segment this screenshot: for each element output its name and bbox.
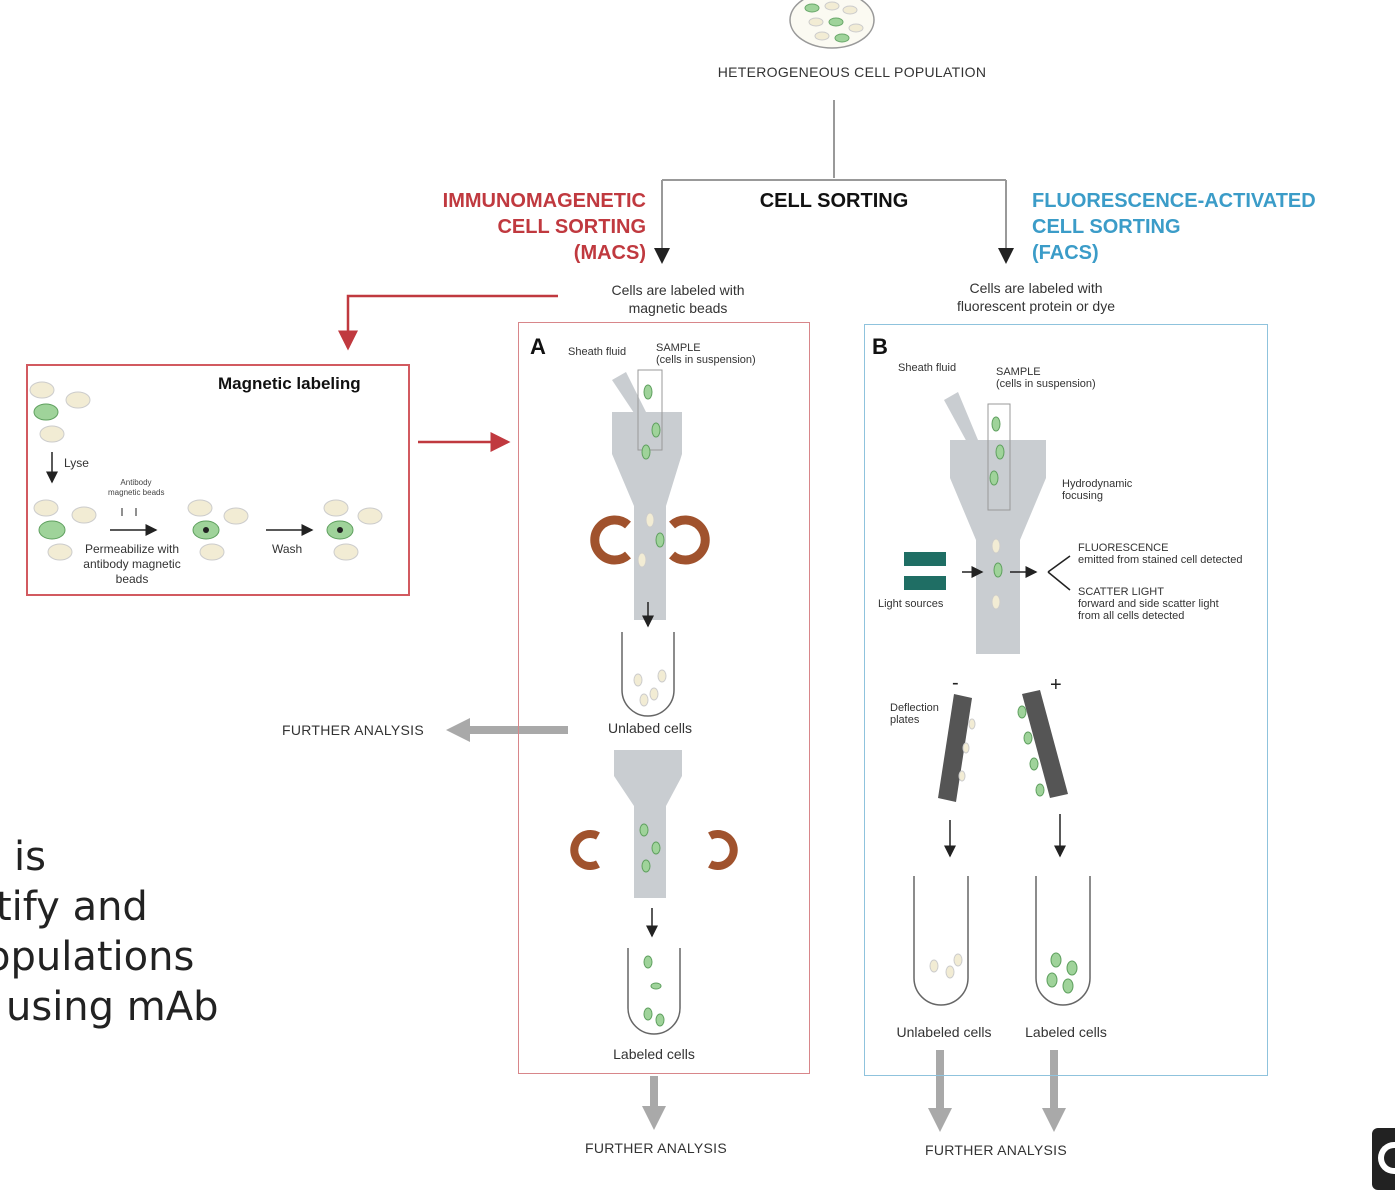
panel-a-sheath-fluid: Sheath fluid [568,346,627,358]
cell-sorting-label: CELL SORTING [759,190,909,212]
corner-logo-fragment [1372,1128,1395,1190]
sorting-tree-connector [654,100,1014,264]
magnetic-labeling-box [26,364,410,596]
facs-column-graphic [904,392,1091,1006]
panel-b-sample: SAMPLE (cells in suspension) [996,366,1096,390]
side-text-line3: opulations [0,934,195,980]
macs-title-line1: IMMUNOMAGENETIC [442,190,646,212]
minus-sign: - [952,672,959,694]
further-analysis-label-facs: FURTHER ANALYSIS [925,1142,1067,1158]
facs-labeled-line2: fluorescent protein or dye [957,298,1115,314]
panel-b-unlabeled: Unlabeled cells [896,1024,992,1040]
magnetic-labeling-cells [29,381,383,561]
plus-sign: + [1050,674,1062,696]
further-analysis-label-left: FURTHER ANALYSIS [282,722,424,738]
panel-b-letter: B [872,334,888,359]
macs-title-line2: CELL SORTING [497,216,646,238]
scatter-light-label: SCATTER LIGHT forward and side scatter l… [1078,586,1219,622]
fluorescence-label: FLUORESCENCE emitted from stained cell d… [1078,542,1243,566]
lyse-label: Lyse [64,456,89,470]
population-label: HETEROGENEOUS CELL POPULATION [717,64,987,80]
light-sources-label: Light sources [878,598,944,610]
panel-a-letter: A [530,334,546,359]
panel-a-unlabeled: Unlabed cells [607,720,693,736]
panel-a-box [518,322,810,1074]
macs-column-graphic [570,369,738,1035]
panel-b-box [864,324,1268,1076]
panel-b-sheath-fluid: Sheath fluid [898,362,957,374]
panel-b-labeled: Labeled cells [1025,1024,1107,1040]
macs-title-line3: (MACS) [573,242,646,264]
side-text-line2: tify and [0,884,148,930]
hydrodynamic-focusing-label: Hydrodynamic focusing [1062,478,1133,502]
facs-title-line3: (FACS) [1032,242,1099,264]
facs-labeled-line1: Cells are labeled with [969,280,1103,296]
antibody-label: Antibody magnetic beads [108,478,165,497]
deflection-plates-label: Deflection plates [890,702,939,726]
side-text-line4: using mAb [6,984,219,1030]
petri-dish-icon [789,0,875,49]
macs-labeled-line1: Cells are labeled with [611,282,745,298]
wash-label: Wash [272,542,303,556]
further-analysis-label-macs: FURTHER ANALYSIS [585,1140,727,1156]
further-analysis-arrows [446,718,1066,1132]
magnetic-labeling-title: Magnetic labeling [218,374,361,393]
macs-labeled-line2: magnetic beads [628,300,728,316]
panel-a-labeled: Labeled cells [613,1046,695,1062]
side-text-line1: is [14,834,46,880]
facs-title-line1: FLUORESCENCE-ACTIVATED [1032,190,1316,212]
permeabilize-label: Permeabilize with antibody magnetic bead… [83,542,181,586]
facs-title-line2: CELL SORTING [1032,216,1181,238]
panel-a-sample: SAMPLE (cells in suspension) [656,342,756,366]
macs-red-connector [338,294,558,452]
